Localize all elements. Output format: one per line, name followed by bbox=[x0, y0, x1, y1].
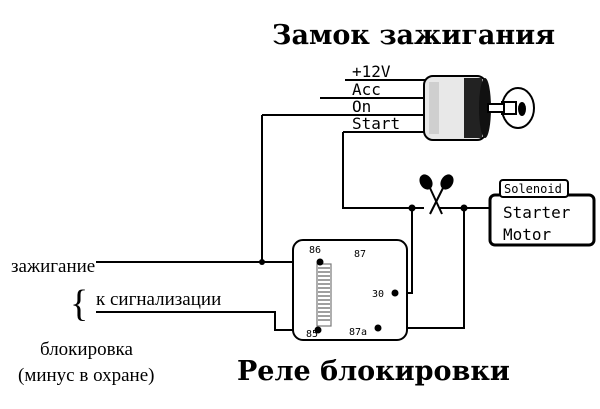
scissors-icon bbox=[419, 174, 454, 215]
pin-30-contact bbox=[391, 289, 399, 297]
terminal-on-label: On bbox=[352, 97, 371, 116]
junction-87a bbox=[460, 204, 468, 212]
pin-87a-label: 87a bbox=[349, 327, 367, 338]
wire-start-to-cut bbox=[342, 132, 424, 209]
to-alarm-label: к сигнализации bbox=[96, 289, 221, 310]
ignition-lock-title: Замок зажигания bbox=[272, 20, 555, 51]
brace-symbol: { bbox=[70, 283, 88, 325]
solenoid-label: Solenoid bbox=[504, 182, 562, 196]
relay-body bbox=[292, 239, 408, 341]
starter-motor-label-2: Motor bbox=[503, 225, 552, 244]
ignition-lock-icon bbox=[423, 75, 535, 141]
junction-30 bbox=[408, 204, 416, 212]
ignition-terminal-lines bbox=[262, 79, 430, 133]
pin-85-label: 85 bbox=[306, 329, 318, 340]
terminal-12v-label: +12V bbox=[352, 62, 391, 81]
relay-coil bbox=[316, 263, 332, 327]
pin-87-label: 87 bbox=[354, 249, 366, 260]
ignition-label: зажигание bbox=[11, 256, 95, 277]
relay-title: Реле блокировки bbox=[237, 356, 510, 387]
pin-30-label: 30 bbox=[372, 289, 384, 300]
junction-dots bbox=[259, 204, 468, 265]
solenoid-box bbox=[499, 179, 569, 198]
block-label: блокировка bbox=[40, 339, 133, 360]
pin-85-contact bbox=[314, 326, 322, 334]
pin-87a-contact bbox=[374, 324, 382, 332]
pin-86-contact bbox=[316, 258, 324, 266]
terminal-start-label: Start bbox=[352, 114, 400, 133]
block-note-label: (минус в охране) bbox=[18, 365, 154, 386]
wire-alarm-to-85 bbox=[96, 311, 318, 331]
pin-86-label: 86 bbox=[309, 245, 321, 256]
starter-motor bbox=[488, 179, 596, 247]
terminal-acc-label: Acc bbox=[352, 80, 381, 99]
junction-ignition bbox=[259, 259, 265, 265]
starter-motor-label-1: Starter bbox=[503, 203, 571, 222]
